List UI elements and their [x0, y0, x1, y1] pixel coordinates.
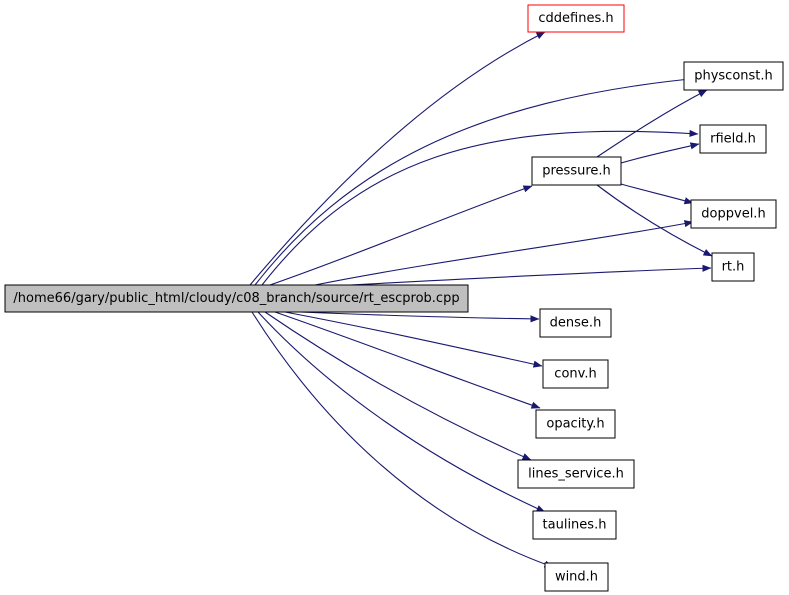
- edge-pressure-to-doppvel: [620, 183, 694, 205]
- nodes-layer: /home66/gary/public_html/cloudy/c08_bran…: [4, 4, 784, 592]
- edge-source-to-rfield: [261, 129, 699, 286]
- node-label: lines_service.h: [528, 467, 624, 482]
- node-label: opacity.h: [546, 417, 604, 432]
- node-label: rfield.h: [710, 132, 756, 147]
- node-label: conv.h: [554, 367, 596, 382]
- edge-source-to-taulines: [257, 311, 546, 513]
- node-taulines[interactable]: taulines.h: [532, 510, 617, 540]
- edge-source-to-conv: [284, 311, 543, 368]
- node-cddefines[interactable]: cddefines.h: [527, 4, 625, 33]
- node-rfield[interactable]: rfield.h: [699, 124, 767, 154]
- edge-source-to-opacity: [274, 311, 541, 409]
- edge-source-to-physconst: [254, 75, 701, 286]
- node-label: pressure.h: [542, 164, 611, 179]
- node-label: doppvel.h: [701, 207, 765, 222]
- node-label: physconst.h: [694, 69, 773, 84]
- edge-pressure-to-rt: [596, 184, 713, 257]
- node-pressure[interactable]: pressure.h: [531, 156, 622, 186]
- edge-pressure-to-physconst: [596, 89, 708, 158]
- edge-source-to-lines-service: [264, 311, 532, 461]
- edge-pressure-to-rfield: [620, 142, 700, 164]
- node-lines-service[interactable]: lines_service.h: [517, 459, 635, 489]
- node-physconst[interactable]: physconst.h: [683, 61, 784, 91]
- node-doppvel[interactable]: doppvel.h: [690, 199, 777, 229]
- node-label: /home66/gary/public_html/cloudy/c08_bran…: [13, 291, 459, 306]
- edge-source-to-cddefines: [249, 31, 546, 286]
- edge-source-to-rt: [349, 264, 712, 286]
- node-label: cddefines.h: [538, 11, 613, 26]
- node-label: taulines.h: [543, 518, 607, 533]
- edge-source-to-wind: [251, 311, 554, 568]
- edge-source-to-dense: [299, 311, 540, 323]
- edges-layer: [249, 31, 713, 568]
- node-label: rt.h: [722, 260, 745, 275]
- node-rt[interactable]: rt.h: [711, 252, 755, 282]
- node-label: wind.h: [555, 570, 598, 585]
- edge-source-to-pressure: [269, 185, 533, 286]
- node-opacity[interactable]: opacity.h: [535, 409, 616, 439]
- node-label: dense.h: [550, 316, 602, 331]
- node-wind[interactable]: wind.h: [544, 562, 609, 592]
- node-conv[interactable]: conv.h: [542, 359, 609, 389]
- edge-source-to-doppvel: [314, 220, 694, 286]
- node-source-file[interactable]: /home66/gary/public_html/cloudy/c08_bran…: [4, 284, 469, 313]
- node-dense[interactable]: dense.h: [539, 308, 612, 338]
